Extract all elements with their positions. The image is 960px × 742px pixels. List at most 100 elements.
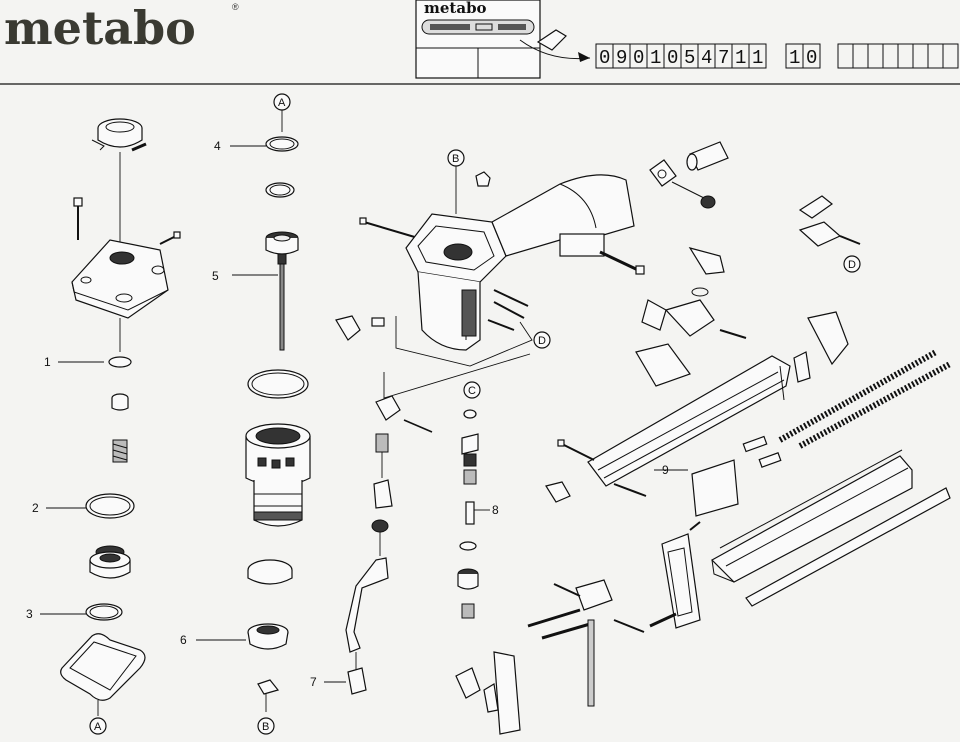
pointing-hand-icon xyxy=(536,29,567,51)
trigger-assembly xyxy=(345,395,433,695)
order-box-2: 0 xyxy=(629,43,648,69)
order-box-4: 0 xyxy=(663,43,682,69)
svg-text:1: 1 xyxy=(650,47,661,69)
left-column-assembly: 1 2 3 xyxy=(26,118,181,735)
ref-circle-a-bottom xyxy=(89,717,107,735)
ref-label-b-top: B xyxy=(452,153,459,165)
body-long-screw xyxy=(359,217,419,239)
piston-driver xyxy=(265,231,299,351)
order-box-6: 4 xyxy=(697,43,716,69)
order-box-7: 7 xyxy=(714,43,733,69)
cylinder-o-ring xyxy=(247,369,309,399)
ref-circle-d-right xyxy=(843,255,861,273)
svg-text:1: 1 xyxy=(789,47,800,69)
guide-pins xyxy=(742,435,782,468)
magazine-cover-strip xyxy=(745,487,951,607)
o-ring-part-2 xyxy=(85,493,135,519)
svg-text:0: 0 xyxy=(633,47,644,69)
ref-label-b-bottom: B xyxy=(262,721,269,733)
variant-boxes: 1 0 xyxy=(785,43,821,69)
order-box-5: 5 xyxy=(680,43,699,69)
header: metabo ® metabo 0 9 0 1 0 5 4 7 1 1 xyxy=(0,0,960,85)
feed-spring-2 xyxy=(798,361,952,449)
order-box-1: 9 xyxy=(612,43,631,69)
bracket-left xyxy=(335,315,385,341)
cap-screw-right xyxy=(159,231,181,245)
o-ring-part-3 xyxy=(85,603,123,621)
empty-boxes xyxy=(837,43,959,69)
badge-logo: metabo xyxy=(424,0,487,17)
cylinder-sleeve xyxy=(245,423,311,527)
order-box-8: 1 xyxy=(731,43,750,69)
second-column-assembly: A 4 5 xyxy=(180,93,311,735)
badge-plate-stripes-icon xyxy=(430,23,526,31)
cylinder-cap xyxy=(71,239,169,319)
feed-spring-1 xyxy=(778,349,938,443)
valve-spring xyxy=(112,439,128,463)
nose-assembly xyxy=(661,521,701,629)
rail-hook-right xyxy=(793,311,849,383)
callout-2: 2 xyxy=(32,501,39,515)
callout-1: 1 xyxy=(44,355,51,369)
variant-box-1: 0 xyxy=(802,43,821,69)
magazine-rail-lower xyxy=(711,449,913,583)
pusher-part-9 xyxy=(691,459,739,517)
svg-text:0: 0 xyxy=(599,47,610,69)
small-bracket xyxy=(257,679,280,695)
latch-top-right xyxy=(798,195,861,247)
ref-circle-c xyxy=(463,381,481,399)
ref-circle-b-bottom xyxy=(257,717,275,735)
callout-5: 5 xyxy=(212,269,219,283)
svg-text:4: 4 xyxy=(701,47,712,69)
arrow-head-icon xyxy=(578,52,590,62)
valve-piston xyxy=(89,545,131,579)
order-box-9: 1 xyxy=(748,43,767,69)
ref-label-a-top: A xyxy=(278,97,286,109)
svg-text:7: 7 xyxy=(718,47,729,69)
ref-label-a-bottom: A xyxy=(94,721,102,733)
ref-label-d-center: D xyxy=(538,335,546,347)
order-number-boxes: 0 9 0 1 0 5 4 7 1 1 xyxy=(595,43,767,69)
cap-gasket xyxy=(60,633,146,701)
ref-label-d-right: D xyxy=(848,259,856,271)
badge-plate-icon xyxy=(421,19,535,35)
svg-text:1: 1 xyxy=(752,47,763,69)
valve-insert xyxy=(111,393,129,411)
pusher-lever xyxy=(635,247,747,387)
callout-9: 9 xyxy=(662,463,669,477)
callout-6: 6 xyxy=(180,633,187,647)
contact-arm xyxy=(455,651,521,735)
svg-text:0: 0 xyxy=(806,47,817,69)
callout-4: 4 xyxy=(214,139,221,153)
bumper-part-6 xyxy=(247,623,289,650)
svg-text:5: 5 xyxy=(684,47,695,69)
svg-text:0: 0 xyxy=(667,47,678,69)
end-cap-screw xyxy=(599,250,645,275)
order-box-0: 0 xyxy=(595,43,614,69)
registered-mark: ® xyxy=(232,2,239,12)
callout-7: 7 xyxy=(310,675,317,689)
svg-text:1: 1 xyxy=(735,47,746,69)
valve-stem-assembly xyxy=(457,409,479,619)
rail-screws xyxy=(545,439,647,503)
o-ring-part-1 xyxy=(108,356,132,368)
adjusting-knob xyxy=(91,118,147,152)
right-assembly: D xyxy=(455,195,952,735)
ref-label-c: C xyxy=(468,385,476,397)
tool-housing xyxy=(405,174,635,351)
order-box-3: 1 xyxy=(646,43,665,69)
brand-logo: metabo xyxy=(4,1,196,55)
svg-text:9: 9 xyxy=(616,47,627,69)
air-fitting xyxy=(649,141,729,209)
assembly-outline xyxy=(395,316,533,367)
variant-box-0: 1 xyxy=(785,43,804,69)
callout-3: 3 xyxy=(26,607,33,621)
nose-latch xyxy=(553,579,645,707)
ref-circle-d-center xyxy=(533,331,551,349)
top-hex-nut xyxy=(475,171,491,187)
nose-screws xyxy=(527,608,677,640)
cap-screw-left xyxy=(73,197,83,240)
magazine-rail-upper xyxy=(587,355,791,487)
